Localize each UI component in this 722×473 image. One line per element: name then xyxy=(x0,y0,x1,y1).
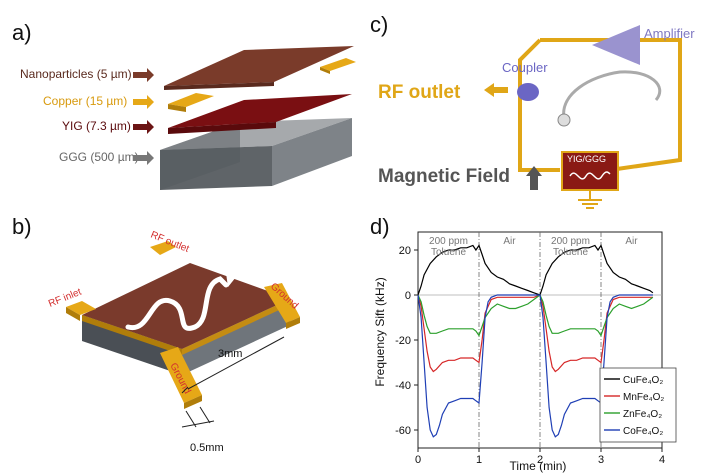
x-axis-label: Time (min) xyxy=(510,459,567,473)
legend-label: CuFe₄O₂ xyxy=(623,375,663,386)
svg-text:GGG (500 µm): GGG (500 µm) xyxy=(59,150,139,164)
panel-label-a: a) xyxy=(12,20,32,45)
series-line xyxy=(417,294,654,337)
amplifier-icon xyxy=(592,25,640,65)
annotation-label: 200 ppm xyxy=(429,236,468,247)
svg-text:Nanoparticles (5 µm): Nanoparticles (5 µm) xyxy=(20,67,132,81)
nanoparticle-layer xyxy=(164,46,354,86)
annotation-label: Toluene xyxy=(431,247,466,258)
signal-spiral xyxy=(562,70,662,119)
dimension-length-label: 3mm xyxy=(218,348,242,360)
wave-path xyxy=(125,276,229,331)
rf-outlet-label: RF outlet xyxy=(149,230,191,255)
annotation-label: 200 ppm xyxy=(551,236,590,247)
y-axis-label: Frequency Sift (kHz) xyxy=(373,277,387,386)
chip-label: YIG/GGG xyxy=(567,154,606,164)
rf-inlet-pad xyxy=(66,301,96,315)
x-tick-label: 1 xyxy=(476,454,482,466)
coupler-label: Coupler xyxy=(502,60,548,75)
y-tick-label: -20 xyxy=(395,335,411,347)
copper-strip-right xyxy=(320,58,356,71)
ground-right-pad xyxy=(264,283,300,323)
rf-outlet-pad xyxy=(150,241,176,255)
legend-label: ZnFe₄O₂ xyxy=(623,409,662,420)
magnetic-field-label: Magnetic Field xyxy=(378,166,510,187)
arrow-left-icon xyxy=(484,83,508,97)
dimension-line-width xyxy=(181,420,215,428)
y-tick-label: 20 xyxy=(399,245,411,257)
layer-label-yig: YIG (7.3 µm) xyxy=(62,119,154,134)
panel-label-d: d) xyxy=(370,214,390,239)
panel-label-b: b) xyxy=(12,214,32,239)
yig-chip xyxy=(561,151,619,191)
x-tick-label: 2 xyxy=(537,454,543,466)
svg-text:Copper (15 µm): Copper (15 µm) xyxy=(43,94,127,108)
series-line xyxy=(417,294,653,373)
arrow-icon xyxy=(133,120,154,134)
annotation-label: Toluene xyxy=(553,247,588,258)
annotation-label: Air xyxy=(503,236,516,247)
x-tick-label: 4 xyxy=(659,454,665,466)
layer-label-nanoparticles: Nanoparticles (5 µm) xyxy=(20,67,154,82)
y-tick-label: -40 xyxy=(395,380,411,392)
series-line xyxy=(417,244,654,296)
arrow-icon xyxy=(133,95,154,109)
legend-label: MnFe₄O₂ xyxy=(623,392,664,403)
annotation-label: Air xyxy=(625,236,638,247)
x-tick-label: 3 xyxy=(598,454,604,466)
y-tick-label: 0 xyxy=(405,290,411,302)
layer-label-copper: Copper (15 µm) xyxy=(43,94,154,109)
device-diagram: RF inlet RF outlet Ground Ground 3mm 0.5… xyxy=(47,230,300,454)
rf-outlet-label: RF outlet xyxy=(378,82,461,103)
layer-label-ggg: GGG (500 µm) xyxy=(59,150,154,165)
yig-layer xyxy=(168,94,352,128)
circuit-diagram: Amplifier Coupler RF outlet Magnetic Fie… xyxy=(378,25,695,209)
panel-label-c: c) xyxy=(370,12,389,37)
layer-stack-diagram: Nanoparticles (5 µm) Copper (15 µm) YIG … xyxy=(20,46,356,190)
dimension-width-label: 0.5mm xyxy=(190,442,224,454)
legend-label: CoFe₄O₂ xyxy=(623,426,663,437)
arrow-up-icon xyxy=(526,166,542,190)
x-tick-label: 0 xyxy=(415,454,421,466)
y-tick-label: -60 xyxy=(395,425,411,437)
arrow-icon xyxy=(133,68,154,82)
ground-left-pad xyxy=(160,347,202,403)
coupler-icon xyxy=(517,83,539,101)
arrow-icon xyxy=(133,151,154,165)
ggg-side xyxy=(272,118,352,186)
amplifier-label: Amplifier xyxy=(644,26,695,41)
copper-strip-left xyxy=(168,93,214,107)
dimension-line-length xyxy=(187,336,285,390)
svg-text:YIG (7.3 µm): YIG (7.3 µm) xyxy=(62,119,131,133)
